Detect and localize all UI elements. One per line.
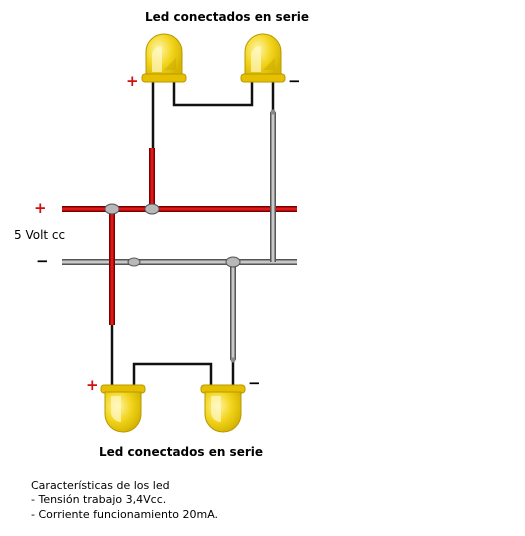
bottom-pair-plus-sign: +	[86, 376, 99, 394]
title-bottom: Led conectados en serie	[99, 445, 264, 459]
bottom-pair-minus-sign: −	[248, 374, 261, 392]
supply-minus-sign: −	[36, 252, 49, 270]
supply-plus-sign: +	[34, 199, 47, 217]
node-positive-left	[104, 203, 120, 215]
led-top-left	[141, 33, 187, 83]
led-top-right	[240, 33, 286, 83]
bottom-series-wiring	[109, 209, 236, 388]
top-series-wiring	[149, 80, 276, 262]
top-pair-plus-sign: +	[126, 72, 139, 90]
node-negative-right	[225, 256, 241, 268]
node-positive-right	[144, 203, 160, 215]
node-top-right-lead	[270, 109, 276, 115]
junction-nodes	[104, 109, 276, 363]
specs-line-voltage: - Tensión trabajo 3,4Vcc.	[31, 493, 167, 506]
specs-line-current: - Corriente funcionamiento 20mA.	[31, 508, 219, 521]
supply-voltage-label: 5 Volt cc	[14, 228, 66, 242]
led-bottom-left	[100, 384, 146, 433]
node-bottom-right-lead	[230, 357, 236, 363]
specs-heading: Características de los led	[31, 479, 170, 492]
top-pair-minus-sign: −	[288, 72, 301, 90]
node-negative-left	[127, 257, 141, 267]
title-top: Led conectados en serie	[145, 10, 310, 24]
led-bottom-right	[200, 384, 246, 433]
